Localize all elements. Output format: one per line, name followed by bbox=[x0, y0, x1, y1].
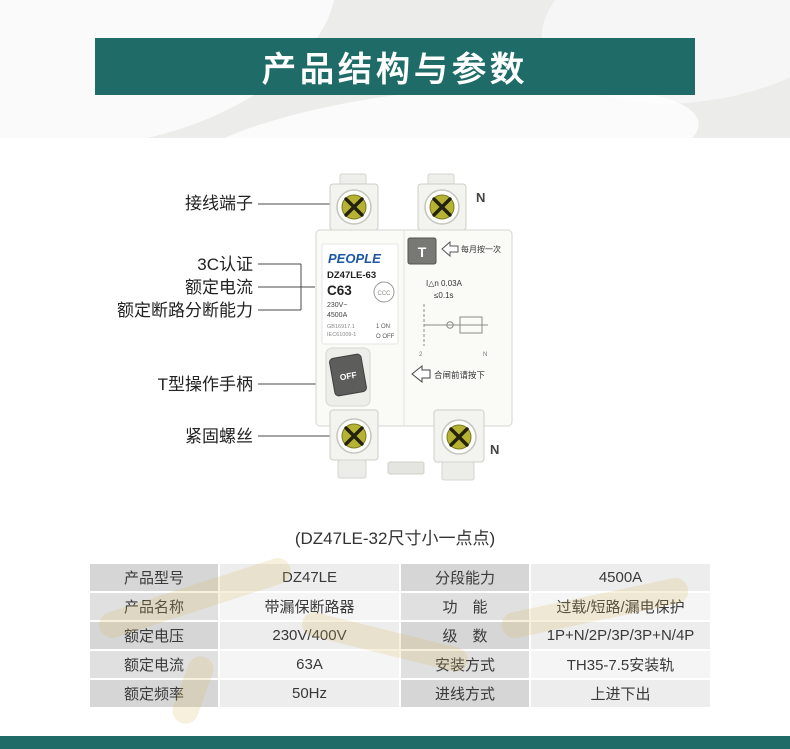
voltage-text: 230V~ bbox=[327, 302, 347, 309]
spec-label: 进线方式 bbox=[401, 680, 529, 707]
spec-label: 功 能 bbox=[401, 593, 529, 620]
off-marking: O OFF bbox=[376, 334, 395, 340]
spec-label: 产品型号 bbox=[90, 564, 218, 591]
standard-text-2: IEC61009-1 bbox=[327, 332, 356, 338]
callout-wiring-terminal: 接线端子 bbox=[185, 194, 253, 213]
handle-off-label: OFF bbox=[339, 370, 357, 383]
trip-time-text: ≤0.1s bbox=[434, 291, 454, 300]
din-clip bbox=[387, 461, 425, 475]
model-text: DZ47LE-63 bbox=[327, 270, 376, 281]
ccc-mark-text: CCC bbox=[378, 291, 392, 297]
callout-breaking-capacity: 额定断路分断能力 bbox=[117, 301, 253, 320]
spec-value: 上进下出 bbox=[531, 680, 710, 707]
product-image: N PEOPLE DZ47LE-63 C63 230V~ 4500A GB169… bbox=[315, 173, 513, 481]
spec-row: 产品名称 带漏保断路器 功 能 过载/短路/漏电保护 bbox=[90, 593, 710, 620]
spec-label: 分段能力 bbox=[401, 564, 529, 591]
current-rating-text: C63 bbox=[327, 283, 352, 298]
pole-n-label: N bbox=[483, 352, 487, 358]
header-banner: 产品结构与参数 bbox=[95, 38, 695, 95]
spec-row: 产品型号 DZ47LE 分段能力 4500A bbox=[90, 564, 710, 591]
neutral-label-bottom: N bbox=[490, 442, 499, 457]
monthly-test-note: 每月按一次 bbox=[461, 244, 501, 254]
spec-value: 230V/400V bbox=[220, 622, 399, 649]
pole-2-label: 2 bbox=[419, 352, 423, 358]
callout-rated-current: 额定电流 bbox=[185, 278, 253, 297]
page-title: 产品结构与参数 bbox=[262, 51, 528, 89]
left-arrow-icon bbox=[441, 240, 459, 258]
spec-value: 50Hz bbox=[220, 680, 399, 707]
on-marking: 1 ON bbox=[376, 324, 390, 330]
terminal-screw-icon bbox=[423, 188, 461, 226]
spec-value: 带漏保断路器 bbox=[220, 593, 399, 620]
leakage-current-text: I△n 0.03A bbox=[426, 279, 463, 288]
callout-t-handle: T型操作手柄 bbox=[157, 375, 253, 394]
capacity-text: 4500A bbox=[327, 312, 348, 319]
spec-value: 过载/短路/漏电保护 bbox=[531, 593, 710, 620]
test-button bbox=[407, 237, 437, 265]
toggle-handle: OFF bbox=[329, 353, 367, 397]
test-button-label: T bbox=[418, 244, 427, 260]
spec-label: 级 数 bbox=[401, 622, 529, 649]
terminal-screw-icon bbox=[335, 188, 373, 226]
standard-text-1: GB16917.1 bbox=[327, 324, 355, 330]
breaker-foot bbox=[441, 461, 475, 481]
left-arrow-icon bbox=[411, 364, 431, 384]
terminal-screw-icon bbox=[440, 418, 478, 456]
spec-value: 1P+N/2P/3P/3P+N/4P bbox=[531, 622, 710, 649]
breaker-foot bbox=[337, 459, 367, 479]
spec-value: 4500A bbox=[531, 564, 710, 591]
ccc-mark-icon bbox=[373, 281, 395, 303]
neutral-label-top: N bbox=[476, 190, 485, 205]
spec-table: 产品型号 DZ47LE 分段能力 4500A 产品名称 带漏保断路器 功 能 过… bbox=[88, 562, 712, 709]
schematic-diagram bbox=[423, 304, 488, 346]
rating-panel bbox=[321, 243, 399, 345]
spec-label: 产品名称 bbox=[90, 593, 218, 620]
spec-row: 额定电压 230V/400V 级 数 1P+N/2P/3P/3P+N/4P bbox=[90, 622, 710, 649]
close-note-text: 合闸前请按下 bbox=[434, 370, 486, 380]
spec-label: 安装方式 bbox=[401, 651, 529, 678]
spec-row: 额定电流 63A 安装方式 TH35-7.5安装轨 bbox=[90, 651, 710, 678]
callout-3c-certification: 3C认证 bbox=[197, 255, 253, 274]
footer-bar bbox=[0, 736, 790, 749]
terminal-screw-icon bbox=[335, 417, 373, 455]
brand-logo: PEOPLE bbox=[328, 251, 381, 266]
spec-label: 额定频率 bbox=[90, 680, 218, 707]
spec-label: 额定电压 bbox=[90, 622, 218, 649]
product-caption: (DZ47LE-32尺寸小一点点) bbox=[294, 529, 496, 548]
callout-fastening-screw: 紧固螺丝 bbox=[185, 427, 253, 446]
spec-value: TH35-7.5安装轨 bbox=[531, 651, 710, 678]
spec-value: 63A bbox=[220, 651, 399, 678]
spec-row: 额定频率 50Hz 进线方式 上进下出 bbox=[90, 680, 710, 707]
spec-value: DZ47LE bbox=[220, 564, 399, 591]
spec-label: 额定电流 bbox=[90, 651, 218, 678]
